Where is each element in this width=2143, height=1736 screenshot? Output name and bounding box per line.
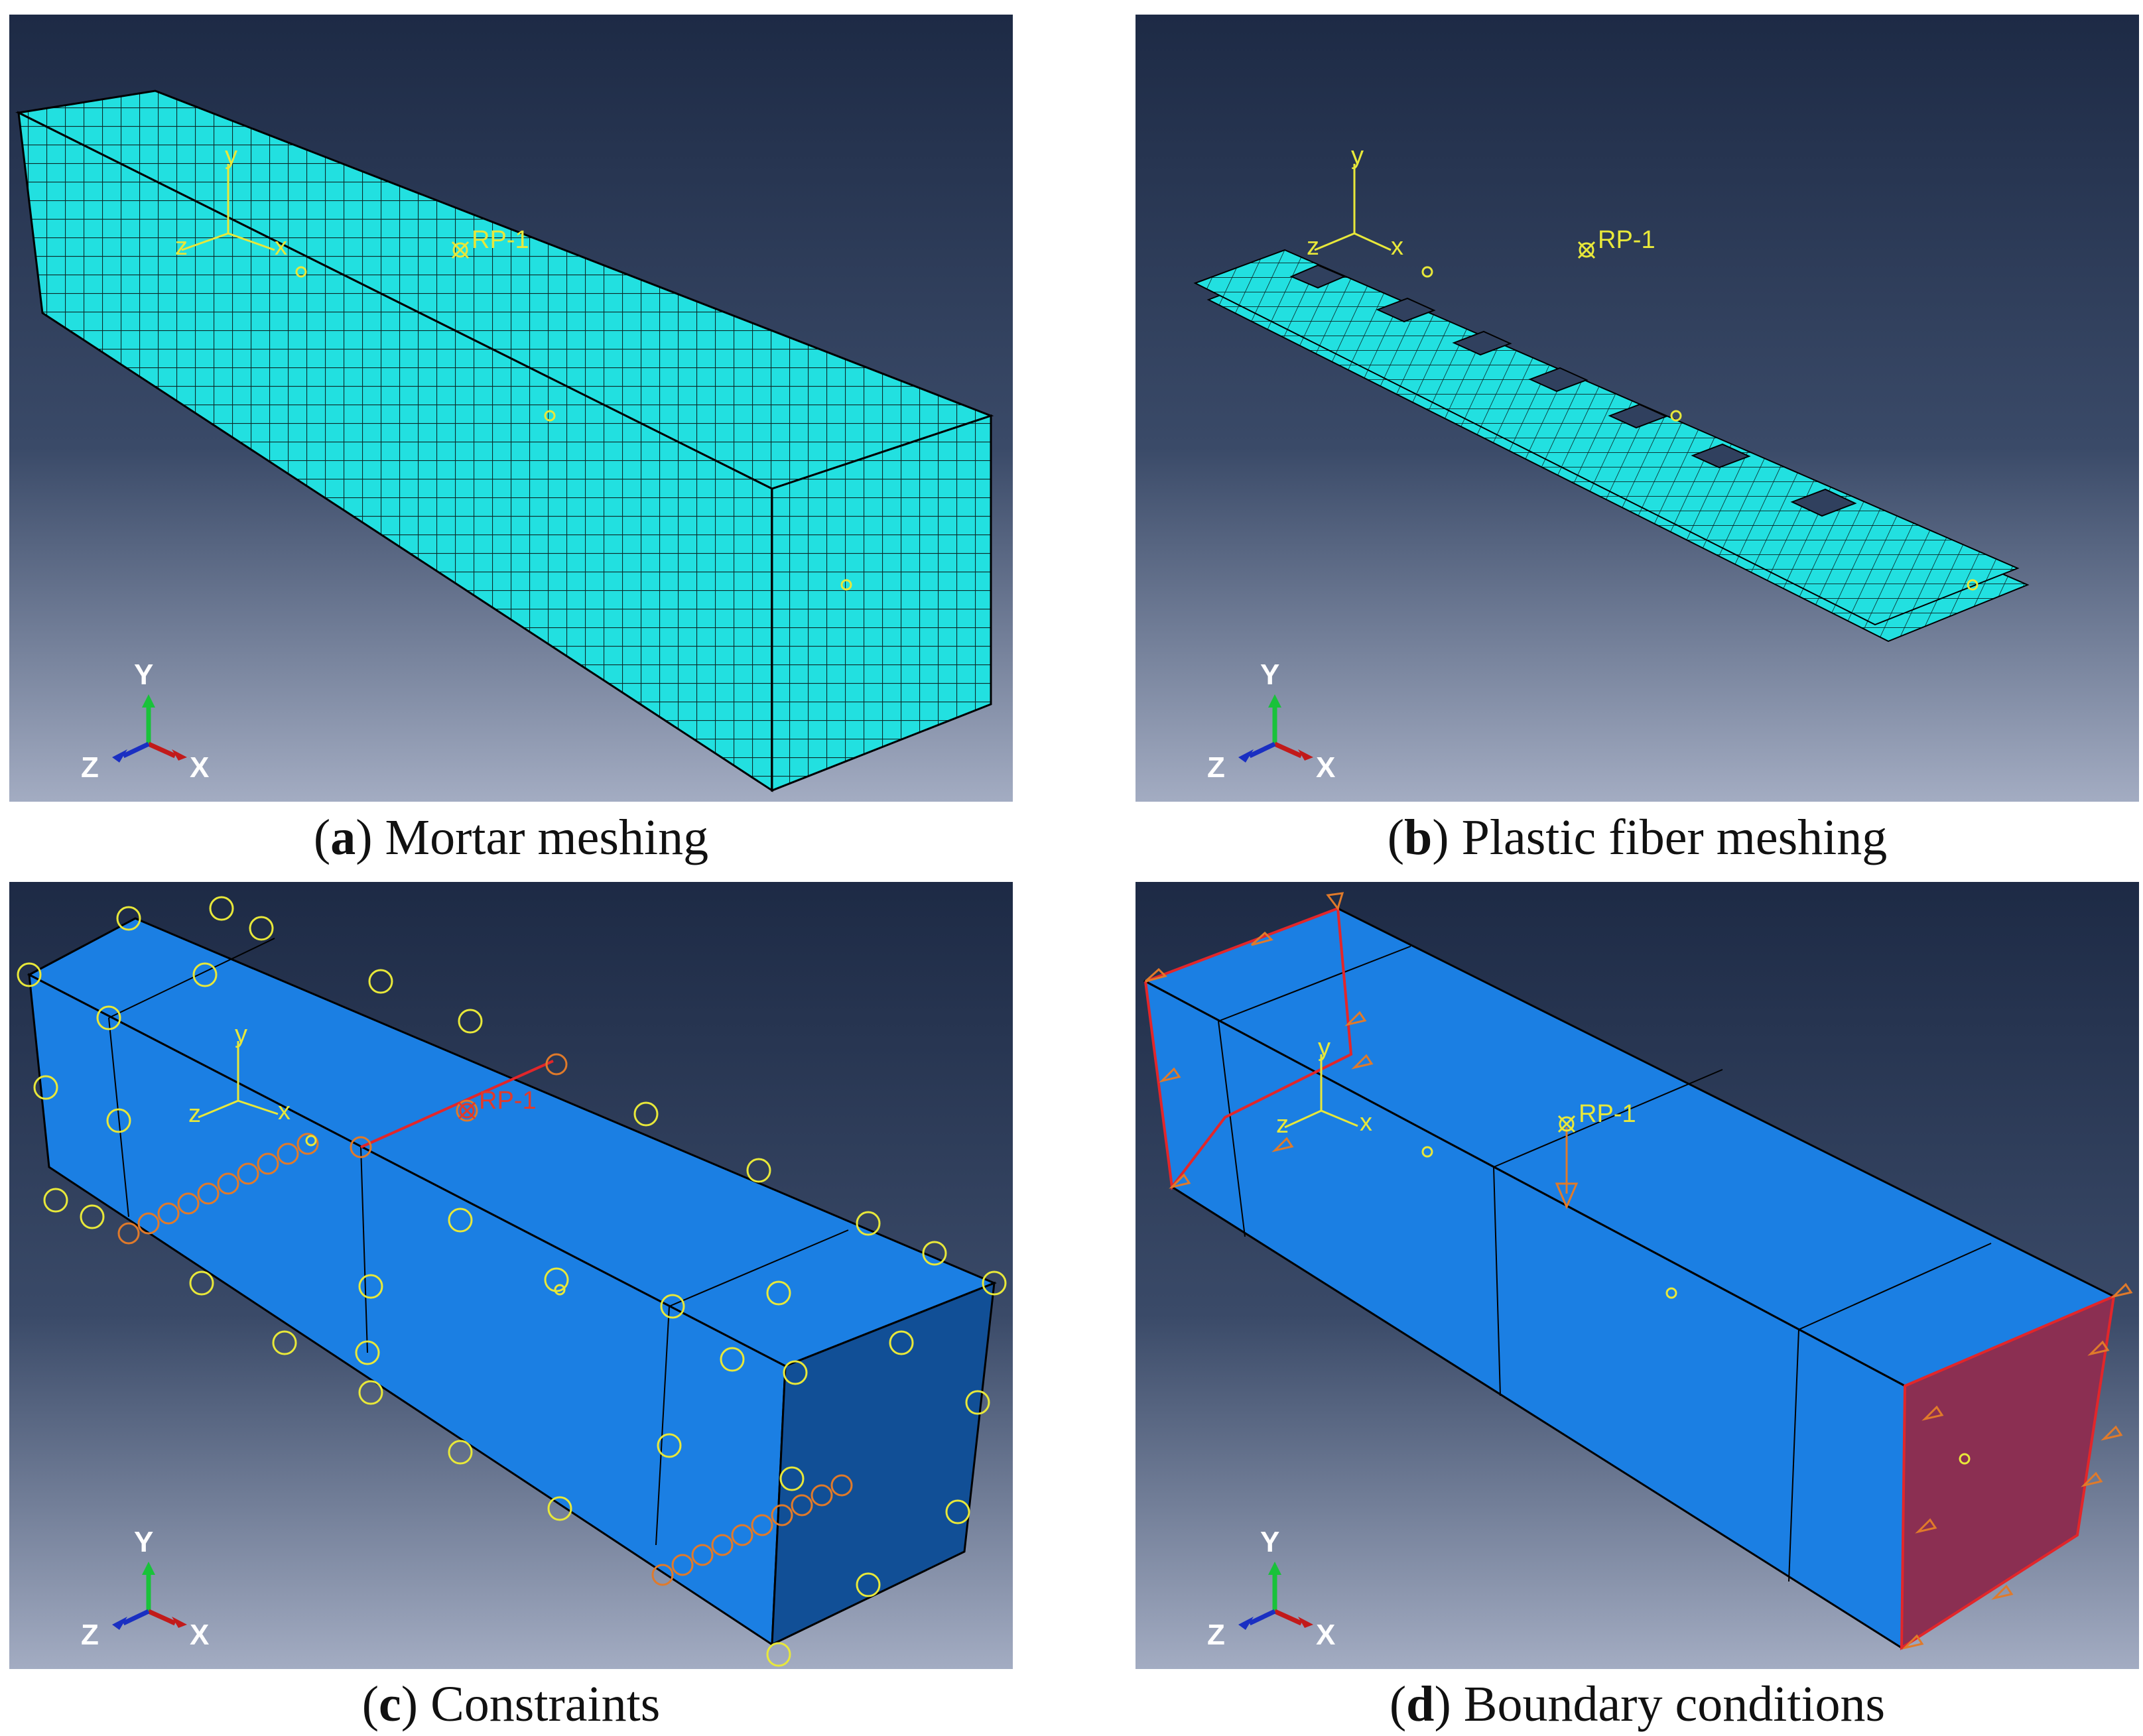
- local-x-label: x: [1360, 1109, 1372, 1137]
- constraint-node-markers: [17, 896, 1007, 1667]
- caption-c: (c) Constraints: [361, 1676, 661, 1732]
- reference-point-icon: [1577, 241, 1596, 259]
- local-y-label: y: [1351, 142, 1364, 170]
- viewport-d: y x z RP-1 Y Z X: [1136, 882, 2139, 1669]
- local-y-label: y: [235, 1021, 247, 1048]
- local-y-label: y: [225, 142, 237, 170]
- boundary-condition-cone-icons: [1144, 892, 2133, 1650]
- global-triad-icon: [112, 694, 187, 763]
- local-csys-icon: [1284, 1054, 1358, 1129]
- triad-y-label: Y: [134, 1526, 153, 1558]
- reference-point-icon: [458, 1101, 476, 1120]
- node-marker: [840, 579, 852, 591]
- caption-letter: d: [1406, 1676, 1435, 1732]
- panel-plastic-fiber-meshing: y x z RP-1 Y Z X: [1136, 15, 2139, 802]
- rp-label: RP-1: [472, 226, 529, 254]
- local-y-label: y: [1318, 1034, 1331, 1062]
- caption-title: Constraints: [430, 1676, 661, 1732]
- global-triad-icon: [1238, 694, 1313, 763]
- node-marker: [305, 1135, 317, 1147]
- panel-boundary-conditions: y x z RP-1 Y Z X: [1136, 882, 2139, 1669]
- box-end-face: [771, 1281, 996, 1646]
- partition-lines: [1218, 946, 1992, 1582]
- triad-z-label: Z: [1207, 751, 1225, 784]
- reference-point-icon: [451, 241, 470, 259]
- caption-title: Mortar meshing: [385, 810, 709, 865]
- node-marker: [1670, 410, 1682, 422]
- caption-d: (d) Boundary conditions: [1389, 1676, 1886, 1732]
- caption-title: Plastic fiber meshing: [1461, 810, 1888, 865]
- caption-title: Boundary conditions: [1463, 1676, 1886, 1732]
- local-x-label: x: [275, 233, 287, 261]
- node-marker: [1959, 1453, 1971, 1465]
- box-end-face: [771, 414, 992, 792]
- viewport-c: y x z RP-1 Y Z X: [9, 882, 1013, 1669]
- viewport-b: y x z RP-1 Y Z X: [1136, 15, 2139, 802]
- triad-x-label: X: [190, 1619, 209, 1651]
- node-marker: [1421, 1146, 1433, 1158]
- local-csys-icon: [1314, 164, 1392, 251]
- loaded-end-face: [1900, 1294, 2116, 1650]
- caption-letter: a: [330, 810, 356, 865]
- panel-constraints: y x z RP-1 Y Z X: [9, 882, 1013, 1669]
- triad-x-label: X: [190, 751, 209, 784]
- viewport-a: y x z RP-1 Y Z X: [9, 15, 1013, 802]
- triad-y-label: Y: [1260, 658, 1279, 691]
- local-x-label: x: [278, 1097, 291, 1125]
- caption-letter: b: [1404, 810, 1433, 865]
- fixed-support-edges: [1144, 906, 1353, 1191]
- triad-y-label: Y: [1260, 1526, 1279, 1558]
- node-marker: [1421, 266, 1433, 278]
- node-marker: [554, 1284, 566, 1296]
- reference-point-icon: [1557, 1115, 1576, 1133]
- node-marker: [544, 410, 556, 422]
- node-marker: [295, 266, 307, 278]
- local-csys-icon: [198, 1041, 279, 1119]
- caption-letter: c: [379, 1676, 401, 1732]
- global-triad-icon: [112, 1562, 187, 1630]
- node-marker: [1665, 1287, 1677, 1299]
- local-z-label: z: [1307, 233, 1319, 261]
- node-marker: [1967, 579, 1979, 591]
- triad-z-label: Z: [81, 751, 99, 784]
- coupling-line: [360, 1060, 554, 1148]
- triad-z-label: Z: [1207, 1619, 1225, 1651]
- triad-y-label: Y: [134, 658, 153, 691]
- fiber-holes: [1289, 264, 1857, 517]
- rp-label: RP-1: [1579, 1100, 1636, 1128]
- caption-a: (a) Mortar meshing: [313, 810, 709, 865]
- fiber-strip-top: [1193, 249, 2020, 626]
- panel-mortar-meshing: y x z RP-1 Y Z X: [9, 15, 1013, 802]
- triad-x-label: X: [1316, 1619, 1335, 1651]
- local-x-label: x: [1391, 233, 1403, 261]
- tie-constraint-markers: [117, 1053, 853, 1586]
- load-arrow-icon: [1555, 1127, 1579, 1209]
- global-triad-icon: [1238, 1562, 1313, 1630]
- triad-x-label: X: [1316, 751, 1335, 784]
- rp-label: RP-1: [1598, 226, 1656, 254]
- rp-label: RP-1: [479, 1087, 537, 1115]
- local-csys-icon: [181, 164, 275, 251]
- caption-b: (b) Plastic fiber meshing: [1387, 810, 1888, 865]
- triad-z-label: Z: [81, 1619, 99, 1651]
- local-z-label: z: [175, 233, 188, 261]
- local-z-label: z: [1276, 1111, 1289, 1139]
- local-z-label: z: [188, 1100, 201, 1128]
